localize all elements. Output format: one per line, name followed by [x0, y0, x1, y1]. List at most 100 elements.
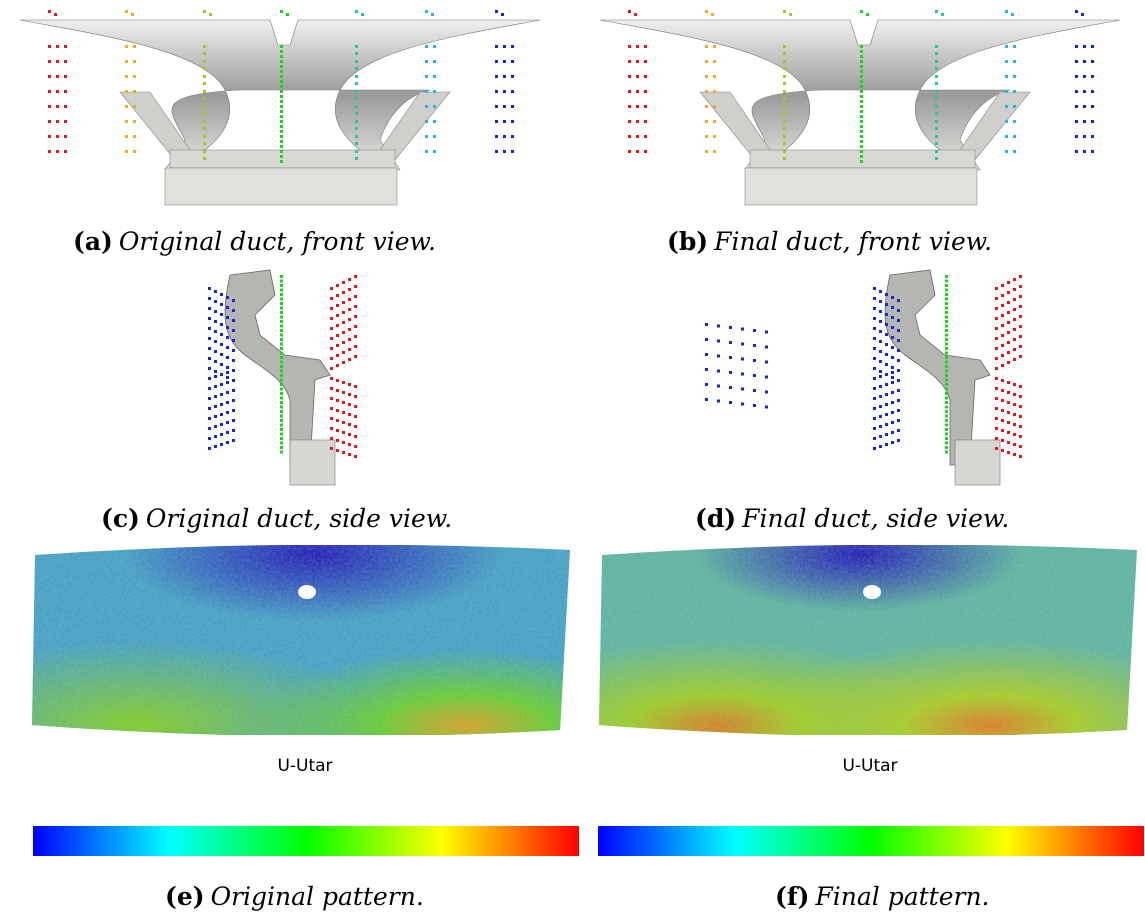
probe-point — [1019, 415, 1022, 418]
probe-point — [64, 45, 67, 48]
probe-point — [280, 401, 283, 404]
probe-point — [203, 60, 206, 63]
probe-point — [713, 60, 716, 63]
probe-point — [354, 395, 357, 398]
probe-point — [1007, 411, 1010, 414]
probe-point — [995, 357, 998, 360]
probe-point — [713, 75, 716, 78]
probe-point — [945, 428, 948, 431]
probe-point — [214, 360, 217, 363]
probe-point — [232, 379, 235, 382]
probe-point — [628, 135, 631, 138]
probe-point — [1019, 395, 1022, 398]
probe-point — [425, 135, 428, 138]
probe-point — [741, 357, 744, 361]
probe-point — [644, 150, 647, 153]
probe-point — [1083, 90, 1086, 93]
probe-point — [1007, 431, 1010, 434]
probe-point — [280, 419, 283, 422]
probe-point — [348, 443, 351, 446]
probe-point — [280, 297, 283, 301]
probe-point — [280, 293, 283, 296]
probe-point — [860, 155, 863, 158]
probe-point — [717, 324, 720, 328]
probe-point — [945, 347, 948, 350]
probe-point — [354, 295, 357, 298]
probe-point — [433, 135, 436, 138]
probe-point — [636, 90, 639, 93]
probe-point — [280, 284, 283, 287]
probe-point — [280, 414, 283, 418]
probe-point — [125, 45, 128, 48]
probe-point — [433, 120, 436, 123]
probe-point — [433, 60, 436, 63]
probe-point — [280, 306, 283, 310]
probe-point — [330, 297, 333, 300]
probe-point — [717, 369, 720, 373]
probe-point — [1019, 455, 1022, 458]
probe-point — [1001, 304, 1004, 307]
caption-b: (b)Final duct, front view. — [667, 227, 992, 256]
probe-point — [1007, 391, 1010, 394]
probe-point — [644, 135, 647, 138]
probe-point — [783, 52, 786, 55]
probe-point — [783, 82, 786, 85]
probe-point — [995, 307, 998, 310]
probe-point — [873, 427, 876, 430]
probe-point — [354, 425, 357, 428]
probe-point — [860, 60, 863, 63]
probe-point — [860, 120, 863, 123]
probe-point — [511, 45, 514, 48]
probe-point — [214, 370, 217, 373]
probe-point — [226, 366, 229, 369]
probe-point — [1013, 288, 1016, 291]
probe-point — [945, 419, 948, 422]
probe-point — [1013, 413, 1016, 416]
probe-point — [280, 125, 283, 128]
probe-point — [860, 80, 863, 83]
probe-point — [355, 112, 358, 115]
probe-point — [342, 321, 345, 324]
probe-point — [355, 120, 358, 123]
probe-point — [280, 428, 283, 431]
probe-point — [1013, 393, 1016, 396]
probe-point — [348, 403, 351, 406]
probe-point — [897, 319, 900, 322]
probe-point — [64, 60, 67, 63]
probe-point — [280, 55, 283, 58]
probe-point — [220, 323, 223, 326]
front-view-final — [580, 0, 1140, 210]
probe-point — [879, 435, 882, 438]
probe-point — [355, 75, 358, 78]
probe-point — [891, 371, 894, 374]
probe-point — [705, 75, 708, 78]
probe-point — [355, 127, 358, 130]
probe-point — [753, 389, 756, 392]
probe-point — [935, 120, 938, 123]
probe-point — [355, 90, 358, 93]
probe-point — [348, 433, 351, 436]
probe-point — [935, 97, 938, 100]
probe-point — [860, 115, 863, 118]
probe-point — [503, 75, 506, 78]
probe-point — [125, 90, 128, 93]
probe-point — [203, 135, 206, 138]
probe-point — [280, 85, 283, 88]
probe-point — [354, 445, 357, 448]
probe-point — [1013, 105, 1016, 108]
probe-point — [280, 423, 283, 427]
probe-point — [226, 371, 229, 374]
probe-point — [860, 95, 863, 98]
probe-point — [995, 447, 998, 450]
probe-point — [214, 395, 217, 398]
probe-point — [783, 75, 786, 78]
probe-point — [711, 13, 714, 16]
probe-point — [280, 302, 283, 305]
probe-point — [330, 357, 333, 360]
probe-point — [226, 431, 229, 434]
probe-point — [885, 433, 888, 436]
probe-point — [765, 330, 768, 334]
probe-point — [705, 323, 708, 326]
probe-point — [503, 60, 506, 63]
probe-point — [879, 370, 882, 373]
